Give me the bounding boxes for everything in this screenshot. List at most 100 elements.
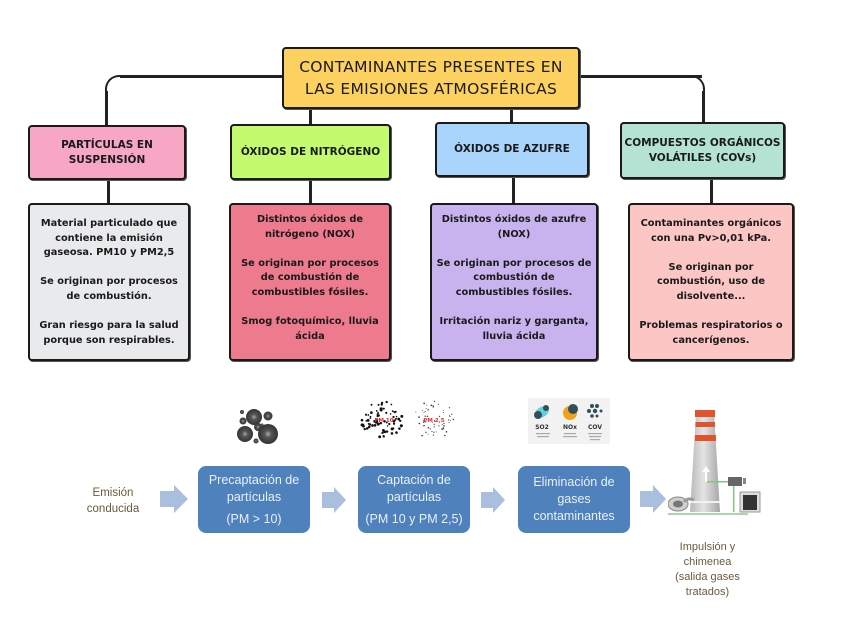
category-detail-sox: Distintos óxidos de azufre (NOX) Se orig… <box>430 203 598 361</box>
particle-dot <box>444 425 446 427</box>
header-text: ÓXIDOS DE AZUFRE <box>454 143 570 155</box>
particle-dot <box>394 410 397 413</box>
connector-title-left <box>120 75 282 78</box>
start-label-line: conducida <box>86 503 140 515</box>
particle-dot <box>424 415 426 417</box>
detail-text: Contaminantes orgánicos con una Pv>0,01 … <box>640 218 782 244</box>
particle-dot <box>393 419 396 422</box>
particle-dot <box>376 414 379 418</box>
particle-dot <box>451 413 453 415</box>
particle-dot <box>423 419 425 422</box>
particle-dot <box>435 431 437 433</box>
category-header-particulas: PARTÍCULAS EN SUSPENSIÓN <box>28 125 186 180</box>
category-header-sox: ÓXIDOS DE AZUFRE <box>435 122 589 177</box>
particle-dot <box>376 422 380 426</box>
gas-pollutants-icon: SO2 NOx COV <box>528 398 610 444</box>
particle-dot <box>368 423 372 426</box>
particle-dot <box>370 403 373 406</box>
flow-arrow-2 <box>322 487 346 513</box>
particle-dot <box>433 400 436 403</box>
particle-dot <box>400 414 404 418</box>
particle-dot <box>398 427 401 430</box>
detail-text: Material particulado que contiene la emi… <box>40 218 178 259</box>
particle-dot <box>431 430 433 432</box>
particle-dot <box>422 421 425 423</box>
particle-dot <box>425 408 427 410</box>
connector-sox-detail <box>512 176 515 204</box>
start-label-emision: Emisión conducida <box>78 485 148 517</box>
particle-dot <box>391 410 394 413</box>
end-label-line: (salida gases <box>675 571 740 583</box>
connector-title-right <box>580 75 702 78</box>
particle-dot <box>449 415 451 418</box>
particle-dot <box>390 403 393 406</box>
connector-corner-left <box>105 75 123 93</box>
particle-dot <box>444 434 446 437</box>
step-text: Precaptación de <box>208 472 300 487</box>
particle-dot <box>418 422 421 425</box>
particle-dot <box>399 419 402 423</box>
particle-dot <box>432 434 435 436</box>
end-label-line: chimenea <box>683 556 732 568</box>
particle-dot <box>418 416 420 419</box>
particle-dot <box>433 426 435 428</box>
particle-dot <box>437 403 439 405</box>
particle-dot <box>433 423 435 425</box>
particle-dot <box>362 424 365 428</box>
flow-arrow-3 <box>481 487 505 513</box>
particle-dot <box>398 418 400 420</box>
connector-nox-detail <box>309 179 312 204</box>
header-text: VOLÁTILES (COVs) <box>648 151 757 164</box>
particle-dot <box>392 422 396 425</box>
particle-dot <box>452 418 455 421</box>
particle-dot <box>382 429 385 432</box>
particle-dot <box>423 424 425 427</box>
end-label-line: Impulsión y <box>679 541 736 553</box>
detail-text: Distintos óxidos de nitrógeno (NOX) <box>256 214 364 240</box>
particle-dot <box>399 424 403 428</box>
detail-text: Smog fotoquímico, lluvia ácida <box>241 316 379 342</box>
particle-dot <box>385 430 389 433</box>
detail-text: Problemas respiratorios o cancerígenos. <box>639 320 783 346</box>
particle-size-label: PM 2,5 <box>423 418 444 424</box>
detail-text: Se originan por procesos de combustión d… <box>436 257 592 298</box>
particle-dot <box>448 421 450 424</box>
particle-dot <box>375 420 379 424</box>
detail-text: Se originan por procesos de combustión d… <box>241 257 379 298</box>
particle-dot <box>423 402 425 405</box>
connector-right-down <box>702 91 705 123</box>
flow-arrow-4 <box>640 485 666 513</box>
particle-dot <box>385 400 388 404</box>
particle-dot <box>415 411 417 413</box>
particle-dot <box>389 413 392 415</box>
particle-dot <box>427 409 429 411</box>
flow-arrow-1 <box>160 485 188 513</box>
particle-dot <box>448 407 451 409</box>
particle-dot <box>381 431 384 435</box>
particle-dot <box>427 426 430 429</box>
particle-dot <box>441 428 443 431</box>
particle-dot <box>380 401 384 405</box>
particle-dot <box>433 420 436 422</box>
particle-dot <box>365 427 369 430</box>
step-text: contaminantes <box>533 509 615 523</box>
particle-dot <box>388 422 391 426</box>
particle-dot <box>369 415 372 418</box>
particle-dot <box>373 424 377 427</box>
particle-dot <box>443 422 445 425</box>
particle-dot <box>426 404 428 406</box>
particle-dot <box>425 421 427 423</box>
particle-dot <box>367 425 371 429</box>
category-detail-particulas: Material particulado que contiene la emi… <box>28 203 190 361</box>
particle-dot <box>386 425 389 427</box>
chimney-illustration-icon <box>668 410 761 515</box>
particle-dot <box>430 404 433 407</box>
connector-cov-detail <box>710 178 713 204</box>
step-eliminacion: Eliminación de gases contaminantes <box>518 466 630 533</box>
connector-corner-right <box>687 75 705 93</box>
particle-dot <box>433 431 435 433</box>
step-precaptacion: Precaptación de partículas (PM > 10) <box>198 466 310 533</box>
particle-dot <box>421 434 423 437</box>
particle-dot <box>423 411 425 413</box>
